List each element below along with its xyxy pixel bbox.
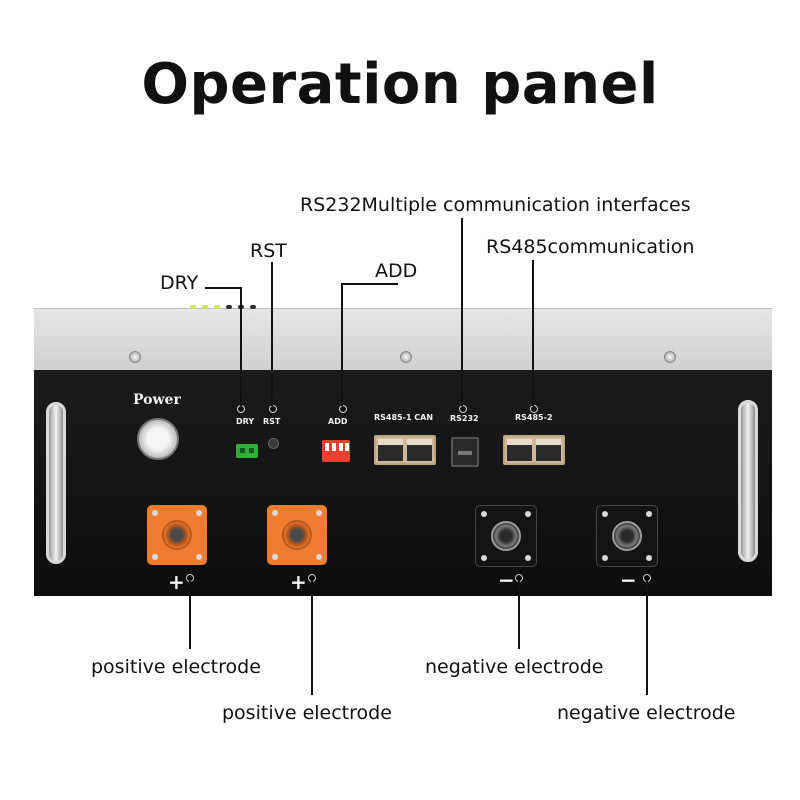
- chassis-screw: [664, 351, 676, 363]
- chassis-screw: [400, 351, 412, 363]
- power-button[interactable]: [137, 418, 179, 460]
- negative-terminal[interactable]: [475, 505, 537, 567]
- chassis-screw: [129, 351, 141, 363]
- rs485-2-indicator: [530, 405, 538, 413]
- positive-terminal[interactable]: [147, 505, 207, 565]
- leader-line-negative: [518, 581, 520, 649]
- plus-sign: +: [290, 570, 307, 594]
- leader-line-dry: [205, 287, 241, 289]
- reset-button[interactable]: [268, 438, 279, 449]
- power-label: Power: [133, 392, 181, 408]
- label-positive-electrode: positive electrode: [91, 656, 261, 678]
- add-indicator: [339, 405, 347, 413]
- page-title: Operation panel: [141, 52, 659, 117]
- callout-dry: DRY: [160, 272, 199, 294]
- dry-panel-label: DRY: [236, 417, 255, 426]
- negative-terminal[interactable]: [596, 505, 658, 567]
- positive-terminal[interactable]: [267, 505, 327, 565]
- add-panel-label: ADD: [328, 417, 348, 426]
- status-led-strip: [190, 305, 256, 311]
- label-negative-electrode: negative electrode: [425, 656, 604, 678]
- leader-line-rs485: [532, 260, 534, 406]
- label-negative-electrode: negative electrode: [557, 702, 736, 724]
- leader-line-rs232: [461, 218, 463, 406]
- callout-add: ADD: [375, 260, 418, 282]
- label-positive-electrode: positive electrode: [222, 702, 392, 724]
- rs232-panel-label: RS232: [450, 414, 479, 423]
- rs485-1-can-port[interactable]: [374, 435, 436, 465]
- leader-line-dry: [240, 287, 242, 406]
- rs485-can-label: RS485-1 CAN: [374, 413, 434, 422]
- left-handle: [46, 402, 66, 564]
- minus-sign: −: [620, 568, 637, 592]
- dry-contact-connector[interactable]: [236, 444, 258, 458]
- callout-rs232-multiple: RS232Multiple communication interfaces: [300, 194, 691, 216]
- rs232-port[interactable]: [451, 437, 479, 467]
- dry-indicator: [237, 405, 245, 413]
- callout-rs485: RS485communication: [486, 236, 695, 258]
- callout-rst: RST: [250, 240, 287, 262]
- leader-line-positive: [311, 581, 313, 695]
- plus-sign: +: [168, 570, 185, 594]
- minus-sign: −: [498, 568, 515, 592]
- rs232-indicator: [459, 405, 467, 413]
- leader-line-add: [342, 283, 398, 285]
- leader-line-rst: [271, 262, 273, 406]
- rst-panel-label: RST: [263, 417, 281, 426]
- leader-line-add: [341, 283, 343, 406]
- address-dip-switch[interactable]: [322, 440, 350, 462]
- right-handle: [738, 400, 758, 562]
- rst-indicator: [269, 405, 277, 413]
- rs485-2-port[interactable]: [503, 435, 565, 465]
- rs485-2-panel-label: RS485-2: [515, 413, 553, 422]
- leader-line-negative: [646, 581, 648, 695]
- leader-line-positive: [189, 581, 191, 649]
